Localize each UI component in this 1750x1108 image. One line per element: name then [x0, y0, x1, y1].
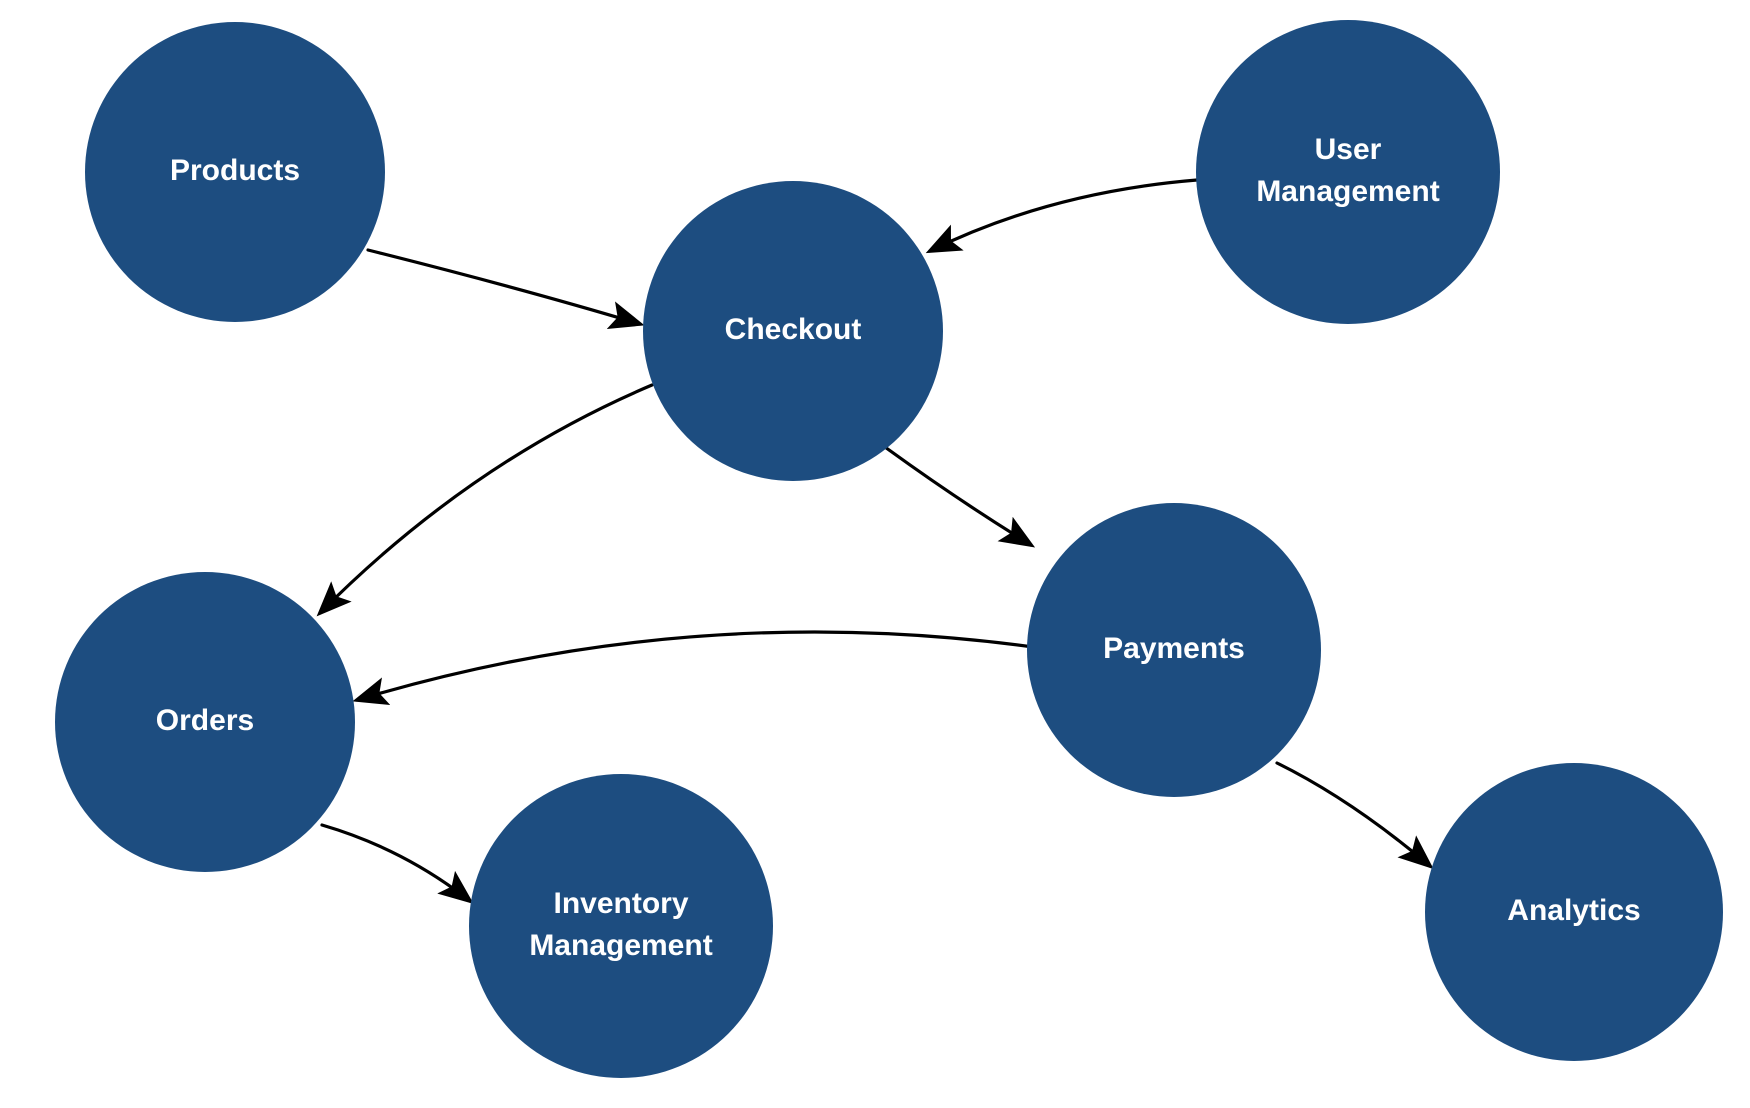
arrow-icon: [320, 823, 474, 904]
edge-user-management-to-checkout[interactable]: [925, 178, 1199, 254]
node-checkout[interactable]: Checkout: [643, 181, 943, 481]
arrow-icon: [925, 178, 1199, 254]
node-products[interactable]: Products: [85, 22, 385, 322]
edge-checkout-to-orders[interactable]: [316, 383, 654, 617]
edge-payments-to-analytics[interactable]: [1275, 761, 1434, 870]
node-shape-analytics[interactable]: [1425, 763, 1723, 1061]
edge-hit-area[interactable]: [322, 825, 470, 901]
edge-payments-to-orders[interactable]: [352, 630, 1035, 706]
edge-hit-area[interactable]: [357, 632, 1033, 700]
edges-layer: [316, 178, 1434, 904]
arrow-icon: [352, 630, 1035, 706]
node-shape-payments[interactable]: [1027, 503, 1321, 797]
edge-hit-area[interactable]: [930, 180, 1197, 251]
node-shape-orders[interactable]: [55, 572, 355, 872]
arrow-icon: [1275, 761, 1434, 870]
arrow-icon: [366, 248, 645, 330]
arrow-icon: [872, 437, 1036, 548]
node-shape-products[interactable]: [85, 22, 385, 322]
node-analytics[interactable]: Analytics: [1425, 763, 1723, 1061]
node-shape-inventory-management[interactable]: [469, 774, 773, 1078]
arrow-icon: [316, 383, 654, 617]
edge-products-to-checkout[interactable]: [366, 248, 645, 330]
node-shape-checkout[interactable]: [643, 181, 943, 481]
edge-orders-to-inventory-management[interactable]: [320, 823, 474, 904]
edge-checkout-to-payments[interactable]: [872, 437, 1036, 548]
edge-hit-area[interactable]: [320, 385, 652, 613]
node-shape-user-management[interactable]: [1196, 20, 1500, 324]
node-payments[interactable]: Payments: [1027, 503, 1321, 797]
edge-hit-area[interactable]: [1277, 763, 1430, 866]
node-orders[interactable]: Orders: [55, 572, 355, 872]
